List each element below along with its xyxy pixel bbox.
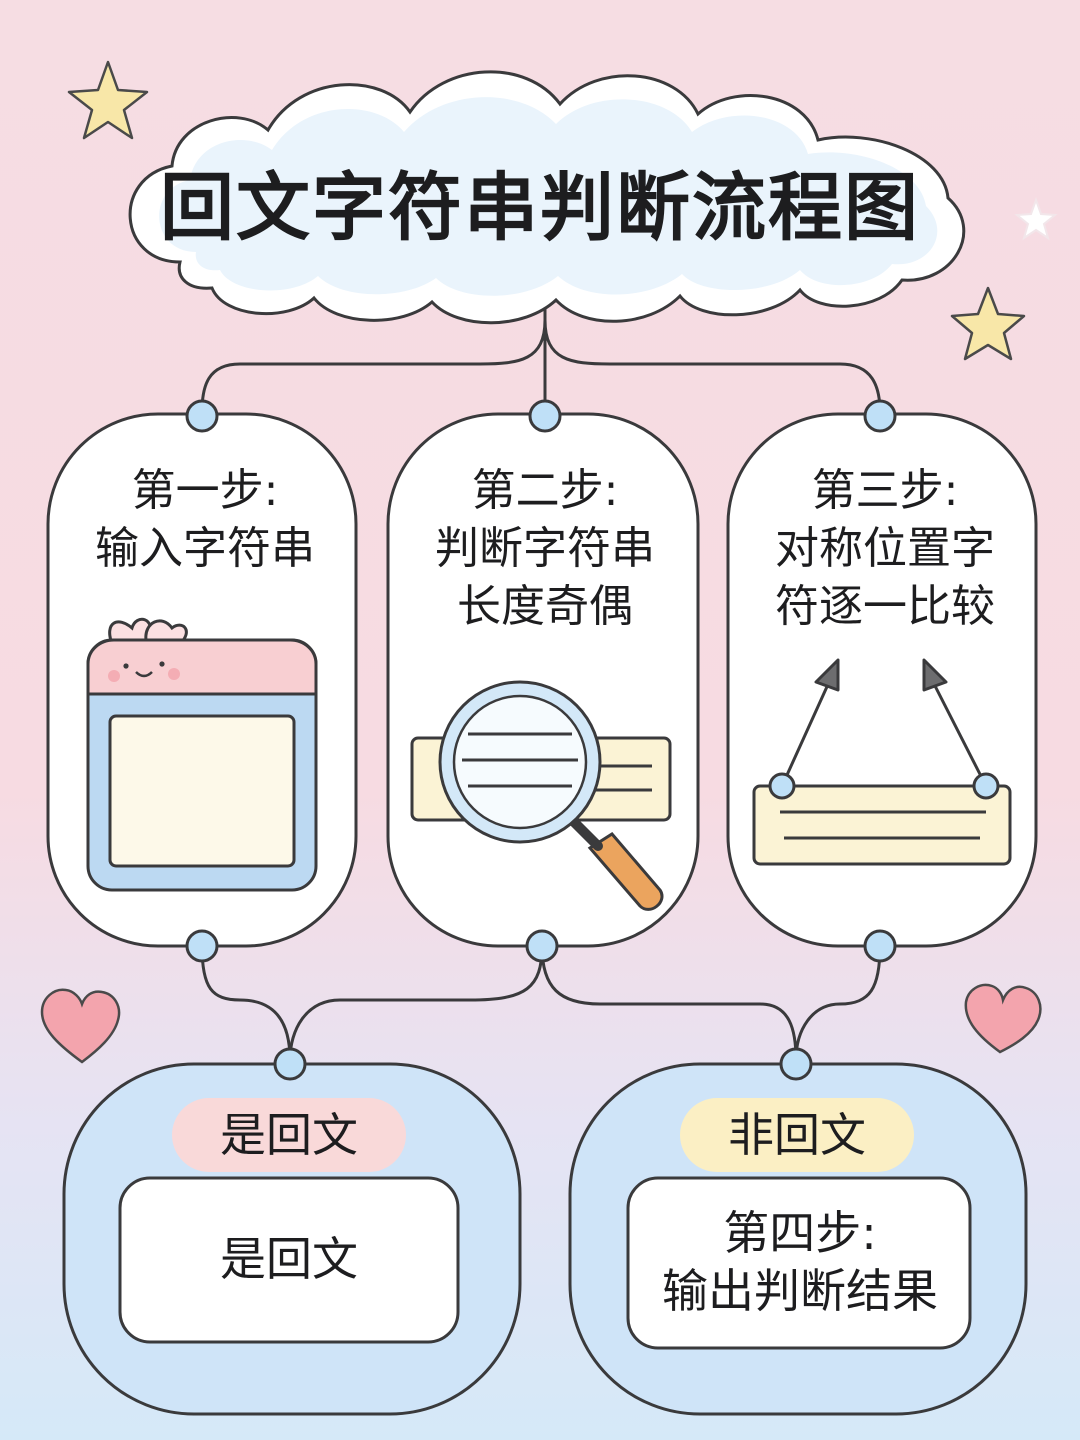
- star-icon: [69, 62, 147, 138]
- step-3-label: 第三步: 对称位置字 符逐一比较: [735, 462, 1035, 636]
- result-no-text: 第四步: 输出判断结果: [630, 1204, 970, 1320]
- star-icon: [1017, 200, 1055, 238]
- result-no-badge-label: 非回文: [680, 1098, 914, 1172]
- step-2-label: 第二步: 判断字符串 长度奇偶: [395, 462, 695, 636]
- page-title: 回文字符串判断流程图: [150, 168, 930, 248]
- star-icon: [952, 288, 1024, 359]
- heart-icon: [966, 985, 1041, 1052]
- result-yes-text: 是回文: [120, 1230, 458, 1288]
- result-yes-badge-label: 是回文: [172, 1098, 406, 1172]
- heart-icon: [42, 990, 119, 1062]
- input-window-icon: [88, 619, 316, 890]
- step-1-label: 第一步: 输入字符串: [60, 462, 350, 578]
